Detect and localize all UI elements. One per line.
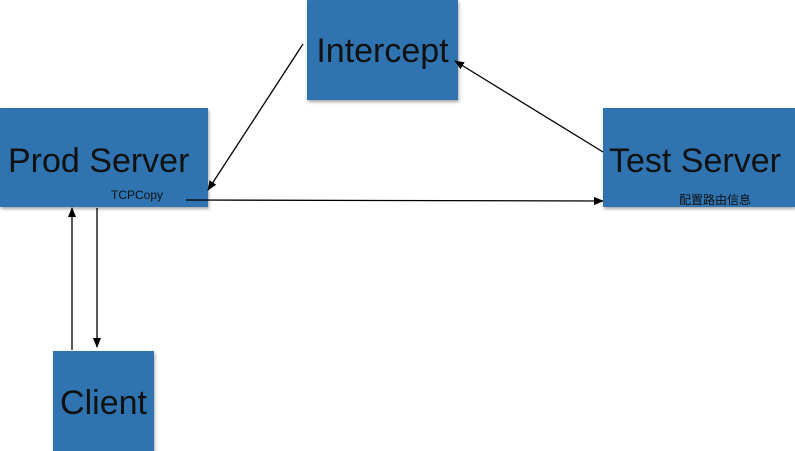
edge-intercept-to-prod <box>207 43 304 191</box>
intercept-node: Intercept <box>307 0 458 100</box>
client-label: Client <box>60 384 147 422</box>
edge-prod-to-test <box>185 196 604 205</box>
client-node: Client <box>53 351 154 451</box>
test-server-node: Test Server 配置路由信息 <box>603 108 795 207</box>
edge-test-to-intercept <box>454 60 604 153</box>
intercept-label: Intercept <box>316 32 449 70</box>
prod-server-label: Prod Server <box>8 142 190 180</box>
tcpcopy-label: TCPCopy <box>111 188 164 202</box>
prod-server-node: Prod Server TCPCopy <box>0 108 208 207</box>
routing-config-label: 配置路由信息 <box>679 193 752 207</box>
test-server-label: Test Server <box>609 142 781 180</box>
